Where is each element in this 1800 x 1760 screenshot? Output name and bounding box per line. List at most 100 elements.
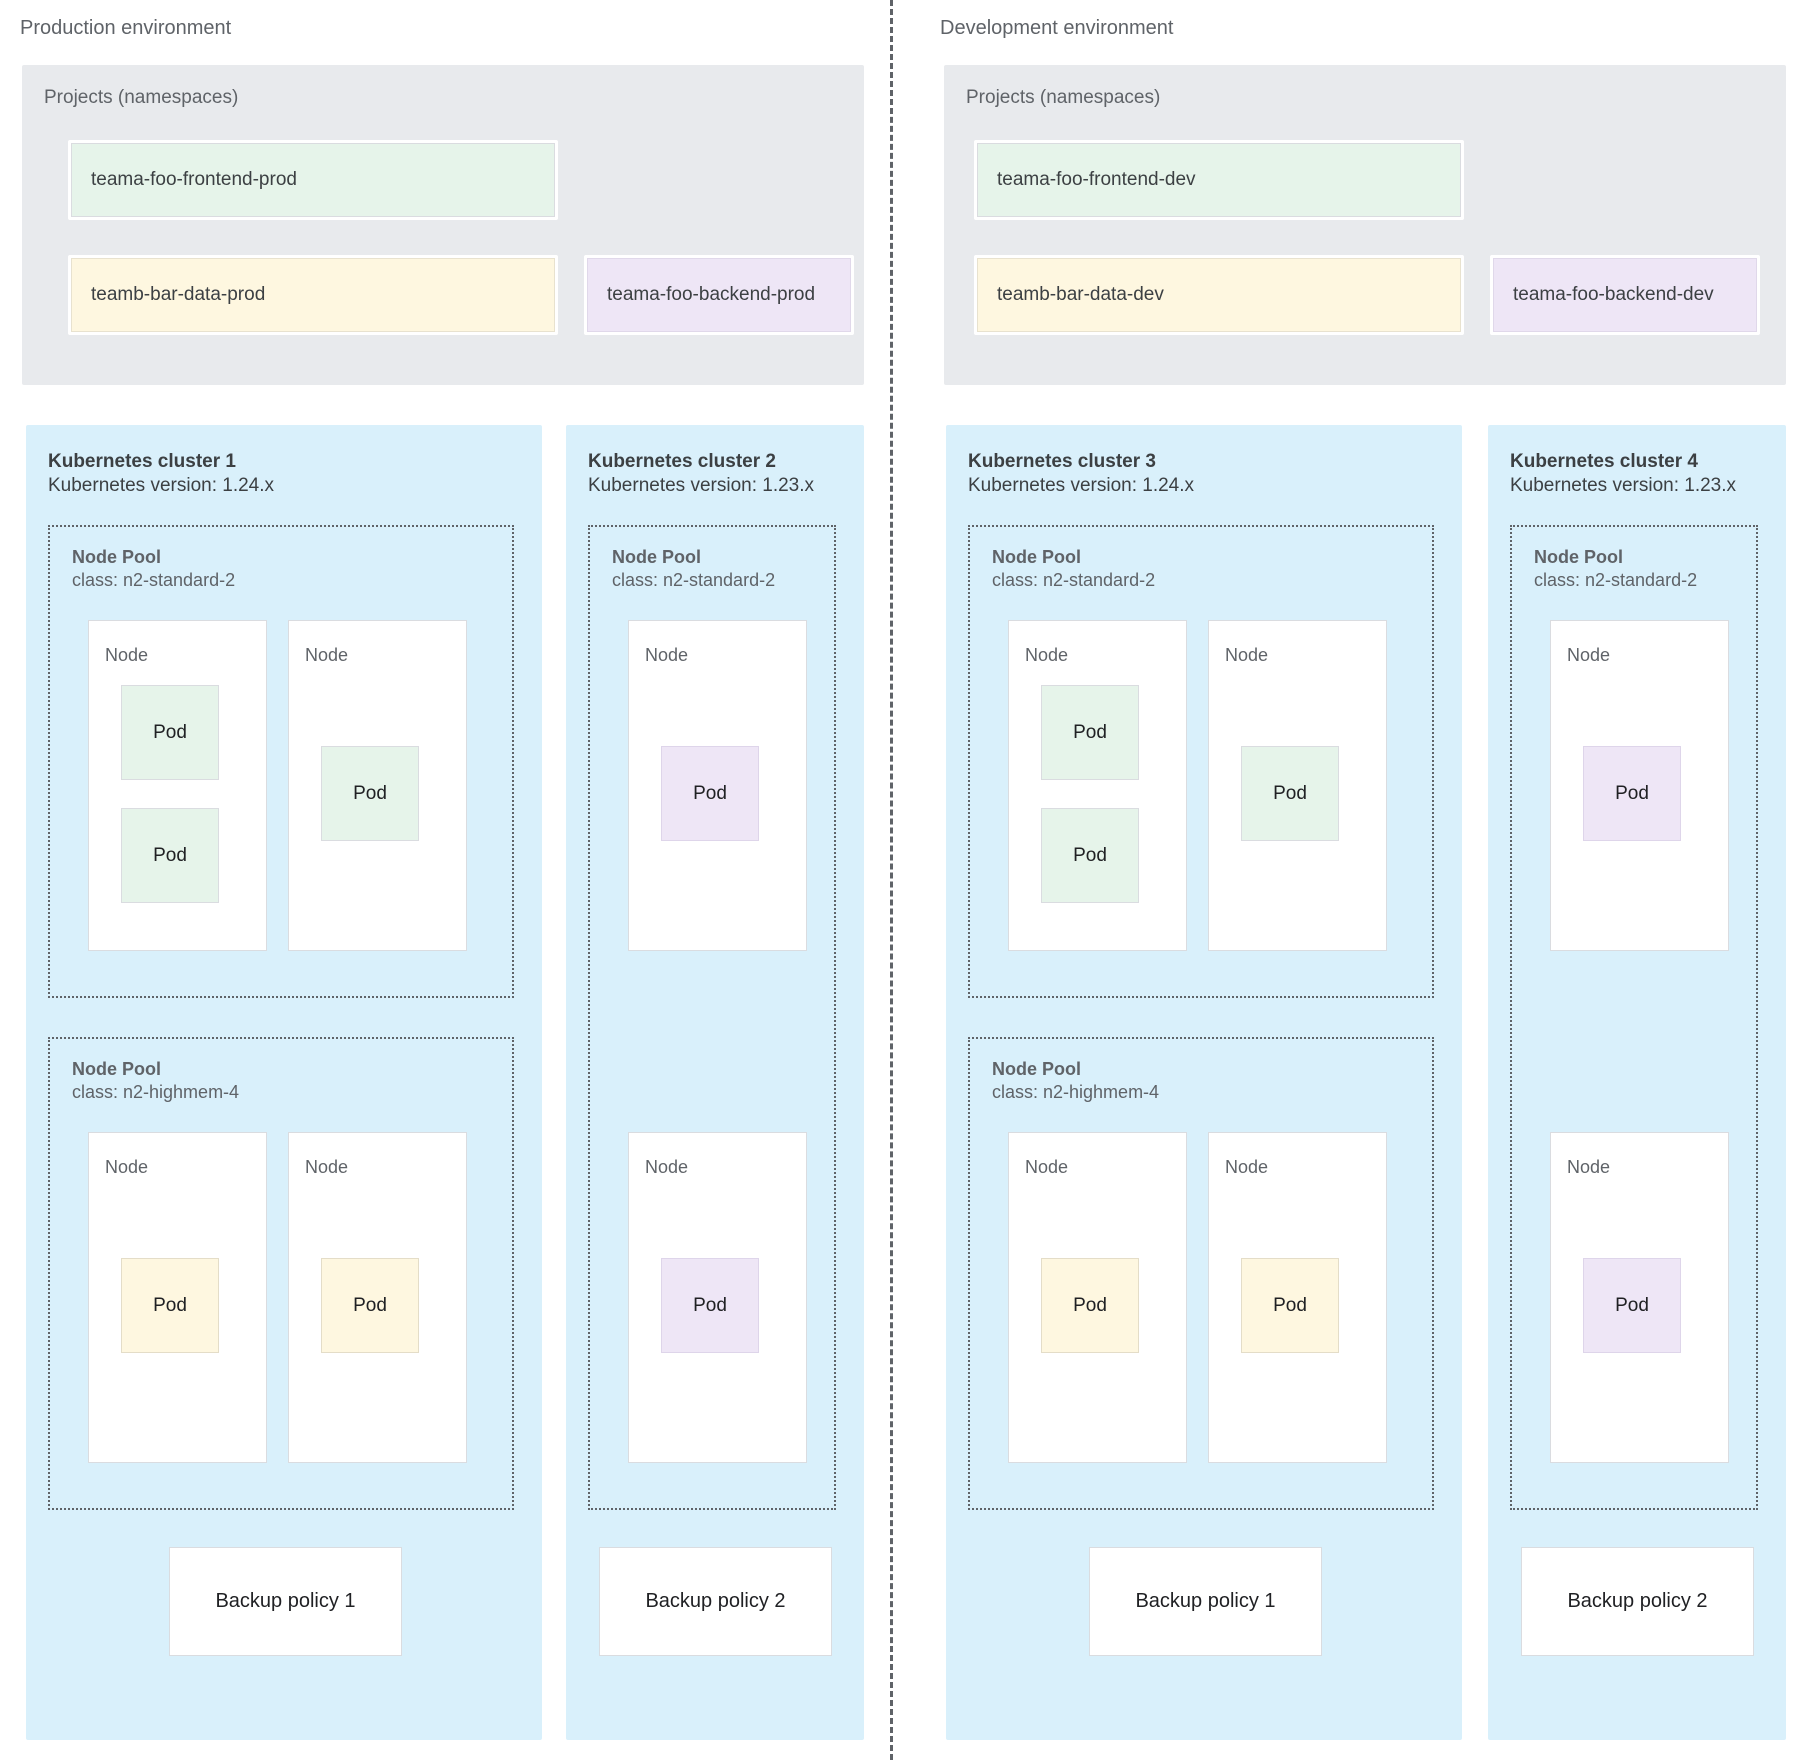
namespace-label: teama-foo-backend-dev <box>1513 284 1714 305</box>
node[interactable]: Node Pod <box>1550 620 1729 951</box>
node-pool-class: class: n2-standard-2 <box>612 570 776 590</box>
node-pool-2[interactable]: Node Pool class: n2-highmem-4 Node Pod N… <box>48 1037 514 1510</box>
pod[interactable]: Pod <box>121 1258 219 1353</box>
node[interactable]: Node Pod <box>1208 1132 1387 1463</box>
node-label: Node <box>305 645 349 665</box>
node[interactable]: Node Pod Pod <box>1008 620 1187 951</box>
pod-label: Pod <box>153 844 187 866</box>
node-label: Node <box>1567 1157 1611 1177</box>
pod-label: Pod <box>353 1294 387 1316</box>
namespace-box-teama-foo-backend-prod[interactable]: teama-foo-backend-prod <box>584 255 854 335</box>
node-pool-class: class: n2-highmem-4 <box>72 1082 240 1102</box>
node-pool-title: Node Pool <box>72 547 161 567</box>
backup-policy-box[interactable]: Backup policy 1 <box>169 1547 402 1656</box>
backup-policy-label: Backup policy 1 <box>215 1590 356 1612</box>
node-pool-class: class: n2-standard-2 <box>72 570 236 590</box>
environment-title-development: Development environment <box>940 17 1174 39</box>
projects-panel-development: Projects (namespaces) teama-foo-frontend… <box>944 65 1786 385</box>
node[interactable]: Node Pod <box>1008 1132 1187 1463</box>
node-label: Node <box>645 645 689 665</box>
node-label: Node <box>105 1157 149 1177</box>
cluster-kubernetes-cluster-2[interactable]: Kubernetes cluster 2 Kubernetes version:… <box>566 425 864 1740</box>
node-pool-1[interactable]: Node Pool class: n2-standard-2 Node Pod … <box>48 525 514 998</box>
namespace-label: teama-foo-frontend-dev <box>997 169 1196 190</box>
pod[interactable]: Pod <box>1241 1258 1339 1353</box>
node-label: Node <box>645 1157 689 1177</box>
pod[interactable]: Pod <box>1041 808 1139 903</box>
node-label: Node <box>1025 645 1069 665</box>
node[interactable]: Node Pod <box>1208 620 1387 951</box>
pod-label: Pod <box>153 721 187 743</box>
namespace-box-teama-foo-frontend-dev[interactable]: teama-foo-frontend-dev <box>974 140 1464 220</box>
pod[interactable]: Pod <box>1241 746 1339 841</box>
namespace-label: teama-foo-backend-prod <box>607 284 816 305</box>
pod-label: Pod <box>1073 1294 1107 1316</box>
namespace-label: teamb-bar-data-prod <box>91 284 266 305</box>
environment-title-production: Production environment <box>20 17 232 39</box>
projects-panel-title-development: Projects (namespaces) <box>966 87 1161 108</box>
backup-policy-label: Backup policy 2 <box>1567 1590 1708 1612</box>
pod-label: Pod <box>1073 721 1107 743</box>
node-pool-1[interactable]: Node Pool class: n2-standard-2 Node Pod … <box>1510 525 1758 1510</box>
node-label: Node <box>305 1157 349 1177</box>
node[interactable]: Node Pod <box>1550 1132 1729 1463</box>
node-label: Node <box>1025 1157 1069 1177</box>
cluster-kubernetes-cluster-4[interactable]: Kubernetes cluster 4 Kubernetes version:… <box>1488 425 1786 1740</box>
pod-label: Pod <box>353 782 387 804</box>
node-pool-1[interactable]: Node Pool class: n2-standard-2 Node Pod … <box>968 525 1434 998</box>
backup-policy-box[interactable]: Backup policy 1 <box>1089 1547 1322 1656</box>
backup-policy-box[interactable]: Backup policy 2 <box>599 1547 832 1656</box>
namespace-box-teamb-bar-data-prod[interactable]: teamb-bar-data-prod <box>68 255 558 335</box>
pod-label: Pod <box>693 1294 727 1316</box>
cluster-title: Kubernetes cluster 4 <box>1510 451 1698 472</box>
namespace-box-teamb-bar-data-dev[interactable]: teamb-bar-data-dev <box>974 255 1464 335</box>
pod[interactable]: Pod <box>1041 685 1139 780</box>
node-pool-title: Node Pool <box>72 1059 161 1079</box>
node-pool-1[interactable]: Node Pool class: n2-standard-2 Node Pod … <box>588 525 836 1510</box>
namespace-box-teama-foo-backend-dev[interactable]: teama-foo-backend-dev <box>1490 255 1760 335</box>
node[interactable]: Node Pod <box>628 620 807 951</box>
cluster-title: Kubernetes cluster 1 <box>48 451 236 472</box>
node-label: Node <box>105 645 149 665</box>
projects-panel-title-production: Projects (namespaces) <box>44 87 239 108</box>
pod-label: Pod <box>1073 844 1107 866</box>
pod[interactable]: Pod <box>661 746 759 841</box>
node-pool-class: class: n2-standard-2 <box>992 570 1156 590</box>
pod-label: Pod <box>1273 1294 1307 1316</box>
pod[interactable]: Pod <box>121 808 219 903</box>
pod[interactable]: Pod <box>661 1258 759 1353</box>
pod[interactable]: Pod <box>121 685 219 780</box>
cluster-version: Kubernetes version: 1.24.x <box>968 475 1195 496</box>
pod-label: Pod <box>1273 782 1307 804</box>
pod[interactable]: Pod <box>1041 1258 1139 1353</box>
node-pool-title: Node Pool <box>992 547 1081 567</box>
namespace-box-teama-foo-frontend-prod[interactable]: teama-foo-frontend-prod <box>68 140 558 220</box>
projects-panel-production: Projects (namespaces) teama-foo-frontend… <box>22 65 864 385</box>
environment-divider <box>890 0 893 1760</box>
node[interactable]: Node Pod <box>88 1132 267 1463</box>
node[interactable]: Node Pod Pod <box>88 620 267 951</box>
node[interactable]: Node Pod <box>288 1132 467 1463</box>
pod-label: Pod <box>153 1294 187 1316</box>
node-pool-2[interactable]: Node Pool class: n2-highmem-4 Node Pod N… <box>968 1037 1434 1510</box>
pod[interactable]: Pod <box>321 746 419 841</box>
node[interactable]: Node Pod <box>628 1132 807 1463</box>
node-label: Node <box>1567 645 1611 665</box>
cluster-kubernetes-cluster-3[interactable]: Kubernetes cluster 3 Kubernetes version:… <box>946 425 1462 1740</box>
node-label: Node <box>1225 645 1269 665</box>
node[interactable]: Node Pod <box>288 620 467 951</box>
cluster-version: Kubernetes version: 1.23.x <box>1510 475 1737 496</box>
cluster-title: Kubernetes cluster 3 <box>968 451 1156 472</box>
pod[interactable]: Pod <box>1583 746 1681 841</box>
node-pool-title: Node Pool <box>992 1059 1081 1079</box>
backup-policy-label: Backup policy 1 <box>1135 1590 1276 1612</box>
namespace-label: teamb-bar-data-dev <box>997 284 1164 305</box>
cluster-kubernetes-cluster-1[interactable]: Kubernetes cluster 1 Kubernetes version:… <box>26 425 542 1740</box>
backup-policy-label: Backup policy 2 <box>645 1590 786 1612</box>
node-pool-title: Node Pool <box>1534 547 1623 567</box>
pod[interactable]: Pod <box>1583 1258 1681 1353</box>
backup-policy-box[interactable]: Backup policy 2 <box>1521 1547 1754 1656</box>
pod[interactable]: Pod <box>321 1258 419 1353</box>
cluster-version: Kubernetes version: 1.24.x <box>48 475 275 496</box>
